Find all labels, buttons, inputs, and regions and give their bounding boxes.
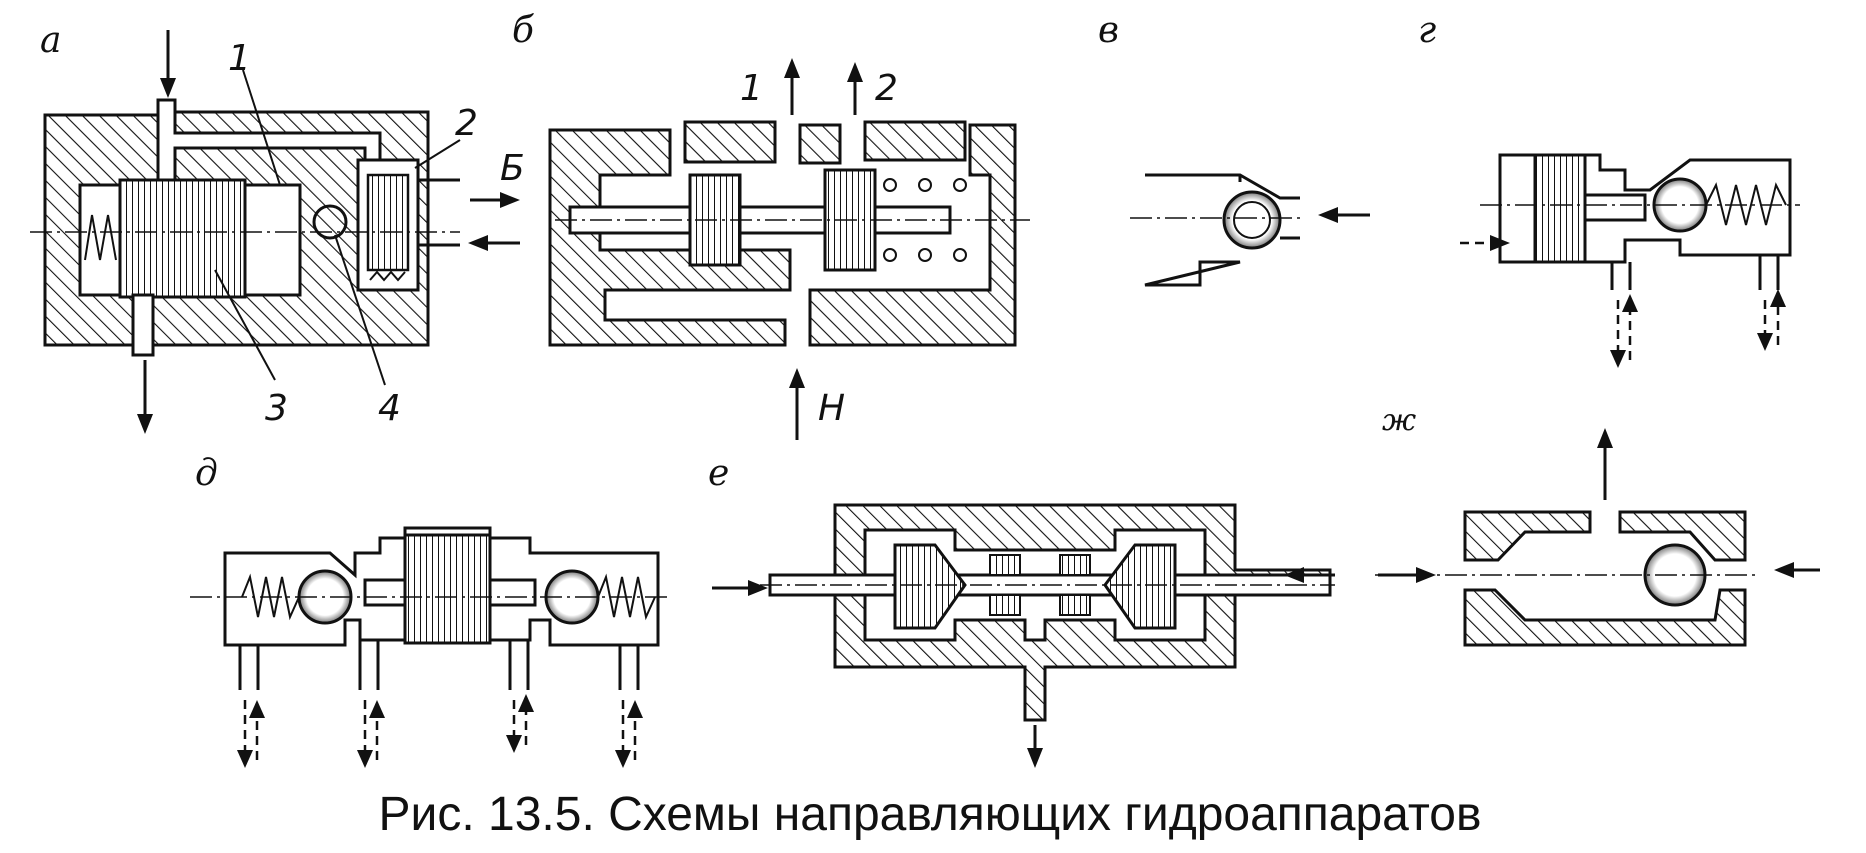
panel-b-top-block-2 bbox=[798, 123, 842, 165]
panel-e-arrow-left-head bbox=[748, 580, 768, 596]
panel-a-leader-4 bbox=[334, 234, 386, 386]
panel-a-leader-2 bbox=[414, 139, 461, 169]
panel-d-body bbox=[223, 526, 660, 647]
panel-zh-housing-bottom bbox=[1463, 588, 1747, 647]
panel-b-spring-coils bbox=[883, 178, 967, 262]
panel-v-seat bbox=[1220, 175, 1242, 264]
panel-b-port-h: Н bbox=[818, 388, 845, 429]
panel-v-ball-ring bbox=[1233, 201, 1271, 239]
panel-e-arrow-down-head bbox=[1027, 748, 1043, 768]
panel-g-spring bbox=[1705, 182, 1787, 226]
panel-zh: ж bbox=[1375, 403, 1820, 647]
panel-a-ball bbox=[312, 204, 348, 240]
panel-d-ports bbox=[238, 640, 640, 690]
panel-a-piston bbox=[118, 178, 247, 299]
panel-a-leader-3 bbox=[214, 269, 276, 381]
panel-d-port-arrows bbox=[237, 694, 643, 768]
panel-b: б 1 2 Н bbox=[512, 10, 1030, 440]
panel-zh-housing-top-right bbox=[1618, 510, 1747, 562]
panel-a-leader-1 bbox=[242, 69, 281, 186]
panel-label-g: г bbox=[1418, 10, 1436, 51]
panel-e-cone-right bbox=[1103, 543, 1177, 630]
panel-a-valve-spring bbox=[369, 270, 406, 282]
panel-b-top-block-1 bbox=[683, 120, 777, 164]
panel-label-zh: ж bbox=[1382, 403, 1416, 438]
panel-b-arrow-1-head bbox=[784, 58, 800, 78]
panel-a-outlet-pipe bbox=[131, 293, 155, 357]
panel-b-arrow-h-head bbox=[789, 368, 805, 388]
panel-label-b: б bbox=[512, 10, 535, 51]
panel-label-e: е bbox=[708, 453, 729, 494]
panel-a-num-3: 3 bbox=[265, 388, 288, 429]
panel-d: д bbox=[190, 453, 670, 768]
panel-b-housing-left bbox=[548, 128, 792, 347]
panel-g-body bbox=[1498, 153, 1792, 264]
panel-d-piston-front bbox=[403, 533, 492, 645]
panel-zh-arrow-right-head bbox=[1774, 562, 1794, 578]
panel-v-arrow-head bbox=[1318, 207, 1338, 223]
panel-b-arrow-2-head bbox=[847, 62, 863, 82]
panel-a-num-2: 2 bbox=[455, 103, 478, 144]
panel-zh-arrow-up-head bbox=[1597, 428, 1613, 448]
panel-g-arrow-in-head bbox=[1490, 235, 1510, 251]
panel-a-arrow-out-head bbox=[137, 414, 153, 434]
panel-label-a: а bbox=[40, 20, 61, 61]
panel-label-v: в bbox=[1098, 10, 1119, 51]
panel-a-spool bbox=[366, 173, 410, 272]
panel-a-spring bbox=[84, 214, 117, 261]
panel-g: г bbox=[1418, 10, 1800, 368]
panel-v: в bbox=[1098, 10, 1370, 287]
panel-a-arrow-b-out-head bbox=[500, 192, 520, 208]
panel-label-d: д bbox=[195, 453, 218, 494]
panel-g-drain-right bbox=[1757, 255, 1786, 351]
panel-v-ball bbox=[1222, 190, 1282, 250]
panel-a-num-1: 1 bbox=[228, 38, 251, 79]
panel-g-drain-left bbox=[1610, 262, 1638, 368]
panel-zh-arrow-left-head bbox=[1416, 567, 1436, 583]
panel-g-rod bbox=[1583, 193, 1647, 222]
panel-b-top-block-3 bbox=[863, 120, 967, 162]
panel-b-num-1: 1 bbox=[740, 68, 763, 109]
panel-v-body bbox=[1144, 173, 1300, 287]
panel-a-num-4: 4 bbox=[378, 388, 401, 429]
panel-a-arrow-in-head bbox=[160, 78, 176, 98]
panel-e-arrow-right-head bbox=[1284, 567, 1304, 583]
panel-g-piston bbox=[1533, 153, 1587, 264]
panel-e-seals bbox=[989, 554, 1091, 616]
figure-caption: Рис. 13.5. Схемы направляющих гидроаппар… bbox=[379, 788, 1482, 841]
panel-a-port-b: Б bbox=[500, 148, 525, 189]
panel-e: е bbox=[708, 453, 1335, 768]
panel-a-arrow-b-in-head bbox=[468, 235, 488, 251]
panel-b-housing-right bbox=[808, 123, 1017, 347]
panel-b-num-2: 2 bbox=[875, 68, 898, 109]
panel-zh-housing-top bbox=[1463, 510, 1592, 562]
panel-e-cone-left bbox=[893, 543, 967, 630]
panel-a: а 1 bbox=[30, 20, 525, 434]
